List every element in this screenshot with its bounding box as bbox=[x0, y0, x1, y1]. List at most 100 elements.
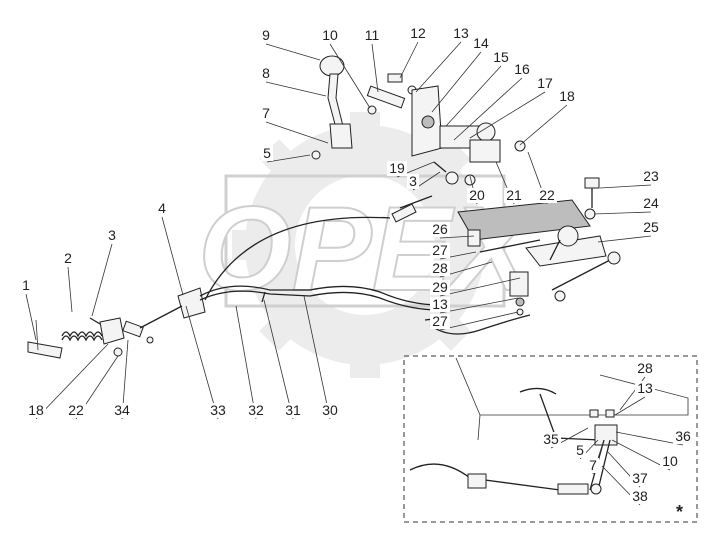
callout-number: 9 bbox=[262, 27, 270, 43]
callout-16: 16 bbox=[453, 61, 532, 141]
spring-icon bbox=[61, 331, 103, 342]
inset-bracket bbox=[594, 424, 618, 446]
callout-number: 3 bbox=[409, 173, 417, 189]
bracket-part-1 bbox=[27, 341, 63, 359]
callout-29: 29 bbox=[430, 277, 521, 297]
callout-backing bbox=[260, 66, 272, 81]
callout-leader bbox=[235, 305, 257, 420]
callout-22: 22 bbox=[66, 355, 119, 420]
callout-leader bbox=[593, 211, 652, 215]
callout-backing bbox=[641, 196, 661, 211]
callout-number: 28 bbox=[637, 360, 653, 376]
inset-marker: * bbox=[676, 502, 683, 522]
callout-backing bbox=[408, 26, 428, 41]
callout-number: 10 bbox=[322, 27, 338, 43]
callout-leader bbox=[445, 65, 502, 127]
callout-backing bbox=[260, 28, 272, 43]
callout-2: 2 bbox=[62, 250, 74, 313]
callout-30: 30 bbox=[303, 295, 340, 420]
callout-number: 26 bbox=[432, 221, 448, 237]
callout-leader bbox=[615, 431, 684, 446]
callout-backing bbox=[246, 403, 266, 418]
callout-number: 38 bbox=[632, 488, 648, 504]
callout-leader bbox=[265, 121, 329, 144]
callout-backing bbox=[660, 454, 680, 469]
callout-33: 33 bbox=[185, 305, 228, 420]
callout-leader bbox=[329, 43, 371, 109]
callout-number: 16 bbox=[514, 61, 530, 77]
callout-backing bbox=[261, 146, 273, 161]
lever-part-8 bbox=[327, 73, 345, 131]
callout-15: 15 bbox=[445, 49, 511, 127]
callout-number: 2 bbox=[64, 250, 72, 266]
callout-number: 12 bbox=[410, 25, 426, 41]
callout-number: 31 bbox=[285, 402, 301, 418]
callout-leader bbox=[599, 184, 652, 189]
callout-backing bbox=[535, 76, 555, 91]
callout-leader bbox=[399, 41, 419, 79]
callout-number: 5 bbox=[576, 442, 584, 458]
callout-13: 13 bbox=[430, 296, 519, 314]
callout-18: 18 bbox=[519, 88, 577, 146]
callout-backing bbox=[430, 222, 450, 237]
callout-backing bbox=[630, 489, 650, 504]
callout-37: 37 bbox=[607, 451, 650, 488]
callout-17: 17 bbox=[469, 75, 555, 139]
watermark: OPEX bbox=[197, 112, 540, 378]
callout-20: 20 bbox=[467, 175, 487, 205]
callout-number: 7 bbox=[589, 457, 597, 473]
callout-number: 30 bbox=[322, 402, 338, 418]
callout-27: 27 bbox=[430, 311, 519, 331]
callout-backing bbox=[66, 403, 86, 418]
callout-backing bbox=[62, 251, 74, 266]
callout-1: 1 bbox=[20, 277, 37, 341]
cable-30 bbox=[199, 285, 441, 306]
callout-number: 37 bbox=[632, 470, 648, 486]
callout-number: 13 bbox=[453, 25, 469, 41]
callout-5: 5 bbox=[574, 439, 599, 460]
callout-backing bbox=[156, 201, 168, 216]
callout-26: 26 bbox=[430, 221, 475, 239]
callout-leader bbox=[439, 311, 519, 331]
callout-backing bbox=[407, 174, 419, 189]
callout-number: 13 bbox=[637, 380, 653, 396]
callout-leader bbox=[161, 216, 184, 296]
callout-22: 22 bbox=[527, 151, 557, 205]
callout-11: 11 bbox=[362, 27, 382, 93]
callout-number: 7 bbox=[262, 105, 270, 121]
callout-number: 8 bbox=[262, 65, 270, 81]
callout-10: 10 bbox=[320, 27, 371, 109]
callout-backing bbox=[635, 381, 655, 396]
callout-backing bbox=[641, 220, 661, 235]
callout-leader bbox=[67, 266, 73, 313]
callout-leader bbox=[91, 243, 113, 317]
callout-number: 23 bbox=[643, 168, 659, 184]
callout-backing bbox=[641, 169, 661, 184]
callout-number: 27 bbox=[432, 242, 448, 258]
callout-4: 4 bbox=[156, 200, 184, 296]
callout-13: 13 bbox=[415, 25, 471, 93]
callout-backing bbox=[574, 443, 586, 458]
knob-part-9 bbox=[319, 55, 345, 77]
callout-backing bbox=[491, 50, 511, 65]
callout-backing bbox=[387, 161, 407, 176]
callout-leader bbox=[371, 43, 379, 93]
callout-leader bbox=[469, 91, 546, 139]
callout-backing bbox=[587, 458, 599, 473]
callout-number: 17 bbox=[537, 75, 553, 91]
callout-7: 7 bbox=[260, 105, 329, 144]
callout-leader bbox=[614, 396, 646, 416]
callout-backing bbox=[467, 188, 487, 203]
callout-38: 38 bbox=[601, 465, 650, 506]
callout-leader bbox=[185, 305, 219, 420]
callout-number: 18 bbox=[559, 88, 575, 104]
assembly-drawing bbox=[27, 55, 621, 359]
callout-backing bbox=[208, 403, 228, 418]
callout-number: 4 bbox=[158, 200, 166, 216]
callout-number: 27 bbox=[432, 313, 448, 329]
callout-backing bbox=[537, 188, 557, 203]
callout-34: 34 bbox=[112, 339, 132, 420]
callout-13: 13 bbox=[614, 380, 655, 416]
callout-backing bbox=[283, 403, 303, 418]
